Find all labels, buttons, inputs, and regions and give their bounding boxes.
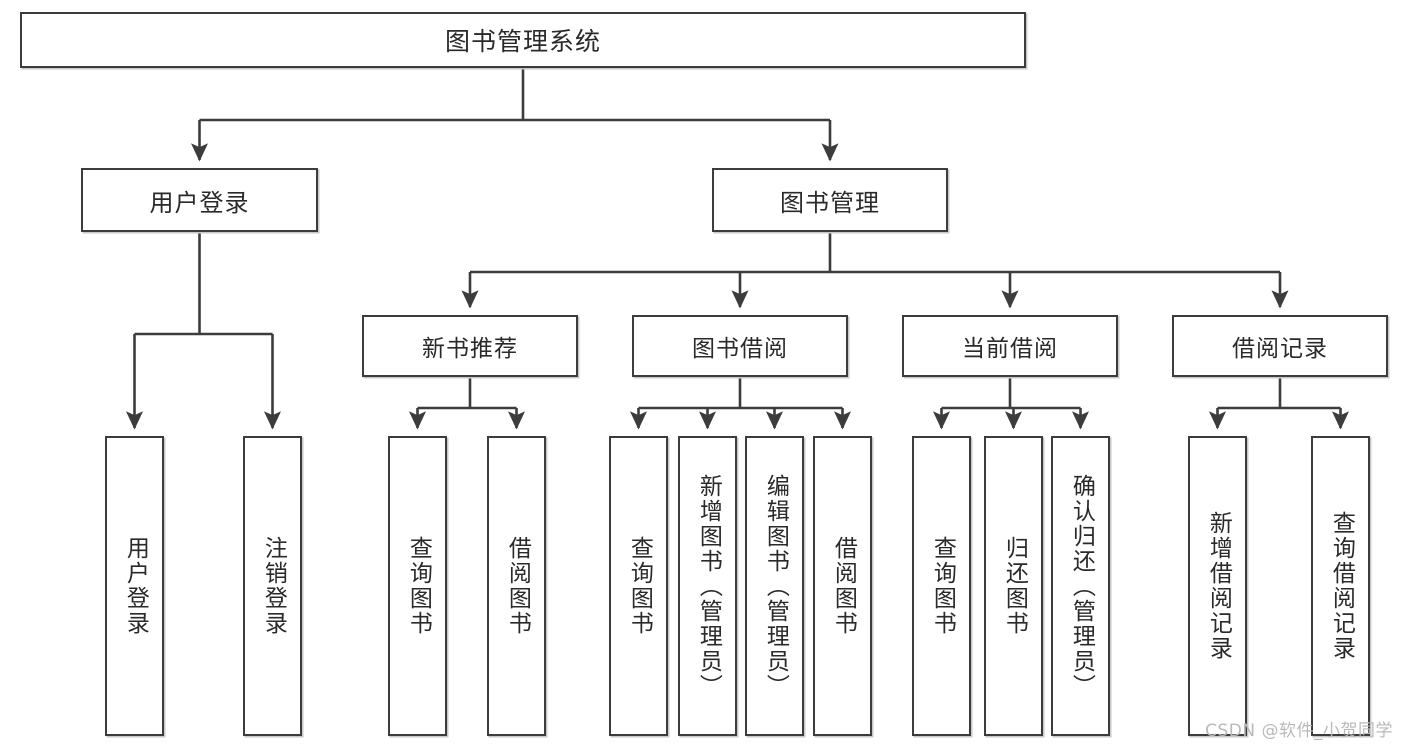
- leaf-record-add[interactable]: 新增借阅记录: [1188, 436, 1247, 736]
- leaf-user-login-label: 用户登录: [122, 536, 149, 636]
- leaf-user-login[interactable]: 用户登录: [105, 436, 164, 736]
- leaf-newbook-borrow-book[interactable]: 借阅图书: [487, 436, 546, 736]
- node-borrow-record-label: 借阅记录: [1232, 336, 1328, 362]
- leaf-borrow-edit-book[interactable]: 编辑图书（管理员）: [745, 436, 804, 736]
- leaf-borrow-add-book-label: 新增图书（管理员）: [695, 473, 722, 699]
- node-root-label: 图书管理系统: [444, 27, 601, 56]
- leaf-newbook-query-book[interactable]: 查询图书: [388, 436, 447, 736]
- leaf-borrow-add-book[interactable]: 新增图书（管理员）: [678, 436, 737, 736]
- leaf-current-return-book[interactable]: 归还图书: [984, 436, 1043, 736]
- leaf-current-confirm-return-label: 确认归还（管理员）: [1068, 473, 1095, 699]
- node-book-borrow-label: 图书借阅: [692, 336, 788, 362]
- leaf-record-query-label: 查询借阅记录: [1328, 511, 1355, 661]
- node-book-management[interactable]: 图书管理: [712, 168, 948, 232]
- node-book-borrow[interactable]: 图书借阅: [632, 315, 848, 377]
- node-new-book-recommend-label: 新书推荐: [422, 336, 518, 362]
- leaf-newbook-query-book-label: 查询图书: [405, 536, 432, 636]
- node-new-book-recommend[interactable]: 新书推荐: [362, 315, 578, 377]
- leaf-borrow-borrow-book-label: 借阅图书: [830, 536, 857, 636]
- leaf-user-logout-label: 注销登录: [260, 536, 287, 636]
- leaf-borrow-query-book[interactable]: 查询图书: [609, 436, 668, 736]
- leaf-record-query[interactable]: 查询借阅记录: [1311, 436, 1370, 736]
- leaf-record-add-label: 新增借阅记录: [1205, 511, 1232, 661]
- node-borrow-record[interactable]: 借阅记录: [1172, 315, 1388, 377]
- node-book-management-label: 图书管理: [780, 188, 880, 217]
- leaf-borrow-borrow-book[interactable]: 借阅图书: [813, 436, 872, 736]
- leaf-newbook-borrow-book-label: 借阅图书: [504, 536, 531, 636]
- node-user-login[interactable]: 用户登录: [81, 168, 318, 232]
- leaf-borrow-query-book-label: 查询图书: [626, 536, 653, 636]
- leaf-current-query-book-label: 查询图书: [929, 536, 956, 636]
- leaf-current-return-book-label: 归还图书: [1001, 536, 1028, 636]
- node-user-login-label: 用户登录: [149, 188, 250, 217]
- csdn-watermark: CSDN @软件_小贺同学: [1205, 721, 1393, 741]
- leaf-current-confirm-return[interactable]: 确认归还（管理员）: [1051, 436, 1110, 736]
- node-current-borrow[interactable]: 当前借阅: [902, 315, 1118, 377]
- node-root[interactable]: 图书管理系统: [20, 12, 1026, 68]
- leaf-current-query-book[interactable]: 查询图书: [912, 436, 971, 736]
- node-current-borrow-label: 当前借阅: [962, 336, 1058, 362]
- leaf-borrow-edit-book-label: 编辑图书（管理员）: [762, 473, 789, 699]
- leaf-user-logout[interactable]: 注销登录: [243, 436, 302, 736]
